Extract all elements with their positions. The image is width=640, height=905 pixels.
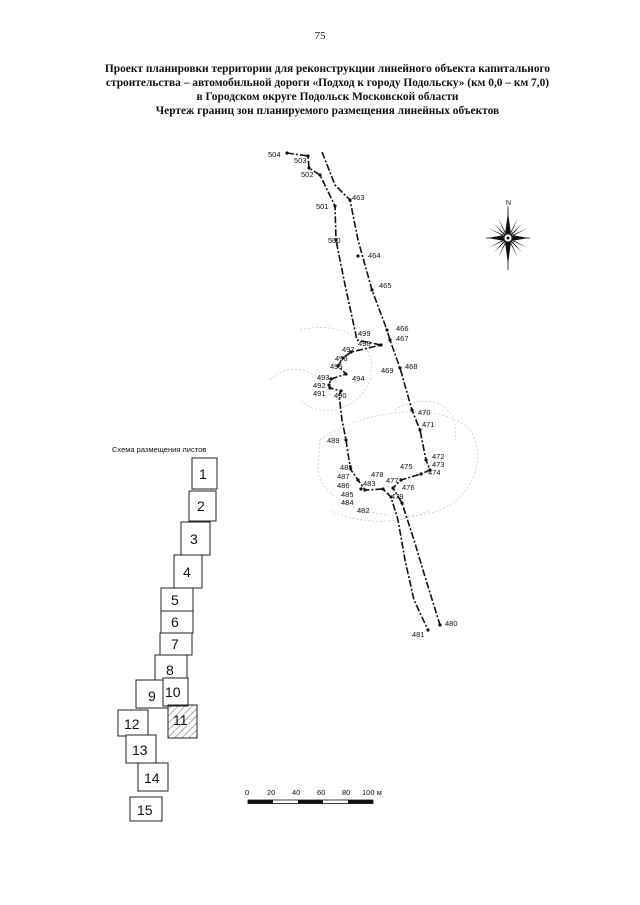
point-label: 482 (357, 506, 370, 515)
sheet-label: 11 (173, 712, 188, 728)
scale-tick-label: 100 м (362, 788, 382, 797)
point-label: 467 (396, 334, 409, 343)
scale-bar: 0 20 40 60 80 100 м (245, 788, 382, 804)
scale-tick-label: 80 (342, 788, 350, 797)
sheet-label: 2 (197, 498, 205, 514)
point-label: 480 (445, 619, 458, 628)
point-label: 475 (400, 462, 413, 471)
sheet-box-2 (188, 490, 217, 522)
point-label: 468 (405, 362, 418, 371)
sheet-label: 6 (171, 614, 179, 630)
sheet-label: 4 (183, 564, 191, 580)
point-label: 495 (330, 362, 343, 371)
point-label: 497 (342, 345, 355, 354)
point-label: 504 (268, 150, 281, 159)
sheet-box-12 (117, 709, 149, 737)
sheet-box-14 (137, 762, 169, 792)
point-label: 476 (402, 483, 415, 492)
point-labels: 504 503 502 501 463 500 464 465 499 498 … (268, 150, 458, 639)
point-label: 501 (316, 202, 329, 211)
point-label: 499 (358, 329, 371, 338)
point-label: 502 (301, 170, 314, 179)
scale-tick-label: 40 (292, 788, 300, 797)
point-label: 466 (396, 324, 409, 333)
sheet-label: 9 (148, 688, 156, 704)
sheet-label: 15 (137, 802, 153, 818)
point-label: 496 (335, 354, 348, 363)
background-contours (269, 327, 478, 522)
point-label: 494 (352, 374, 365, 383)
point-label: 481 (412, 630, 425, 639)
sheet-label: 7 (171, 636, 179, 652)
point-label: 465 (379, 281, 392, 290)
sheet-label: 5 (171, 592, 179, 608)
title-line-2: строительства – автомобильной дороги «По… (105, 77, 550, 89)
point-label: 464 (368, 251, 381, 260)
sheet-box-1 (191, 457, 218, 490)
point-label: 472 (432, 452, 445, 461)
boundary-vertices (285, 151, 442, 632)
sheet-label: 12 (124, 716, 140, 732)
point-label: 471 (422, 420, 435, 429)
sheet-label: 13 (132, 742, 148, 758)
road-boundary-east (321, 151, 441, 626)
point-label: 473 (432, 460, 445, 469)
sheet-label: 8 (166, 662, 174, 678)
sheet-layout-title: Схема размещения листов (112, 445, 207, 454)
sheet-box-10 (162, 677, 189, 707)
scale-tick-label: 20 (267, 788, 275, 797)
sheet-box-15 (129, 796, 163, 822)
title-line-1: Проект планировки территории для реконст… (104, 63, 551, 75)
title-line-4: Чертеж границ зон планируемого размещени… (155, 105, 500, 117)
point-label: 484 (341, 498, 354, 507)
sheet-label: 1 (199, 466, 207, 482)
sheet-label: 10 (165, 684, 181, 700)
sheet-box-4 (173, 554, 203, 589)
scale-tick-label: 60 (317, 788, 325, 797)
point-label: 503 (294, 156, 307, 165)
point-label: 500 (328, 236, 341, 245)
sheet-box-3 (180, 521, 211, 556)
north-label: N (506, 200, 511, 207)
point-label: 477 (386, 476, 399, 485)
sheet-label: 14 (144, 770, 160, 786)
point-label: 487 (337, 472, 350, 481)
point-label: 474 (428, 468, 441, 477)
point-label: 488 (340, 463, 353, 472)
point-label: 483 (363, 479, 376, 488)
point-label: 469 (381, 366, 394, 375)
point-label: 490 (334, 391, 347, 400)
point-label: 478 (371, 470, 384, 479)
point-label: 492 (313, 381, 326, 390)
point-label: 489 (327, 436, 340, 445)
sheet-label: 3 (190, 531, 198, 547)
sheet-layout-scheme (117, 457, 218, 822)
title-line-3: в Городском округе Подольск Московской о… (196, 91, 459, 103)
sheet-box-11 (167, 704, 198, 739)
point-label: 491 (313, 389, 326, 398)
sheet-box-13 (125, 734, 157, 764)
sheet-layout-labels: 1 2 3 4 5 6 7 8 9 10 11 12 13 14 15 (124, 466, 207, 818)
point-label: 486 (337, 481, 350, 490)
point-label: 470 (418, 408, 431, 417)
page-number: 75 (314, 30, 326, 42)
point-label: 463 (352, 193, 365, 202)
drawing-title: Проект планировки территории для реконст… (60, 62, 595, 118)
point-label: 479 (391, 492, 404, 501)
compass-rose-icon: N (486, 200, 530, 270)
point-label: 498 (358, 339, 371, 348)
scale-tick-label: 0 (245, 788, 249, 797)
point-label: 493 (317, 373, 330, 382)
point-label: 485 (341, 490, 354, 499)
